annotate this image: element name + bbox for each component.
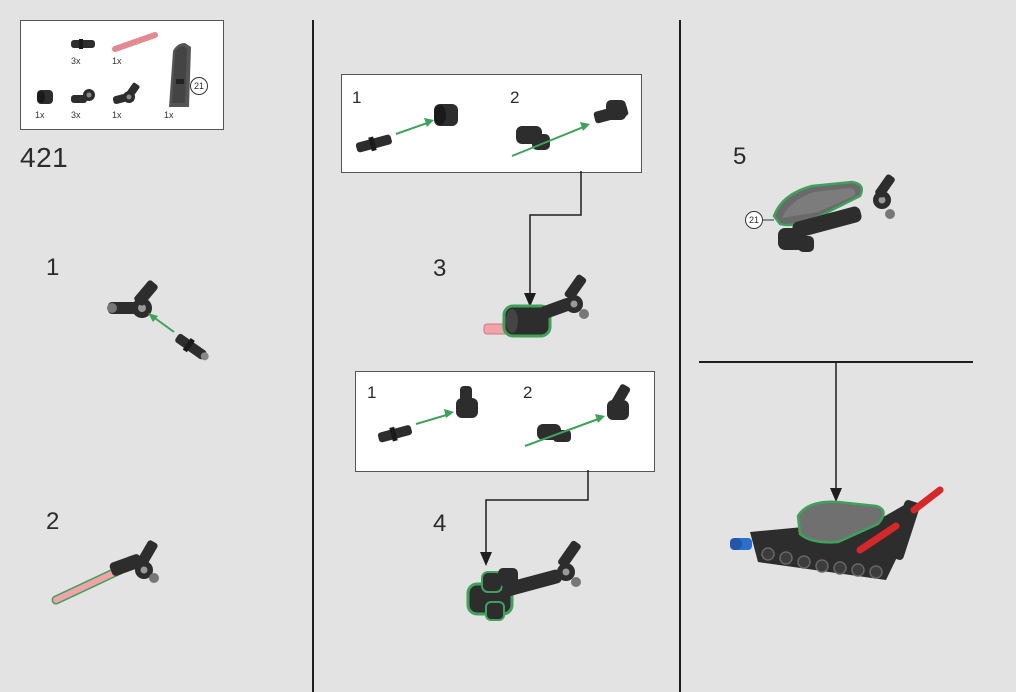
part-qty: 1x — [112, 110, 122, 120]
step-2-illustration — [51, 540, 159, 605]
part-qty: 3x — [71, 56, 81, 66]
step-4-substep-box — [355, 371, 655, 472]
step-3-callout-arrow — [524, 171, 582, 307]
connector-pin-icon — [71, 39, 95, 49]
step-1-illustration — [107, 280, 209, 361]
page-number: 421 — [20, 142, 69, 173]
step-3-substep-1-illustration — [355, 104, 458, 153]
step-4-substep-1-illustration — [377, 386, 478, 443]
step-4-substep-2-number: 2 — [523, 383, 533, 402]
angle-connector-icon — [112, 82, 140, 105]
assembly-down-arrow — [830, 362, 842, 502]
step-4-substep-1-number: 1 — [367, 383, 377, 402]
column-divider-left — [312, 20, 314, 692]
step-5-sticker-badge: 21 — [745, 211, 763, 229]
axle-pin-connector-icon — [71, 89, 95, 103]
part-qty: 1x — [112, 56, 122, 66]
bushing-icon — [37, 90, 53, 104]
part-qty: 1x — [35, 110, 45, 120]
pink-axle-icon — [112, 32, 158, 52]
step-3-substep-2-illustration — [511, 100, 629, 157]
step-5-illustration — [762, 174, 895, 252]
step-3-substep-1-number: 1 — [352, 88, 362, 107]
step-4-substep-2-illustration — [524, 384, 631, 447]
part-qty: 1x — [164, 110, 174, 120]
step-4-number: 4 — [433, 510, 447, 537]
step-3-substep-box — [341, 74, 642, 173]
final-assembly-illustration — [730, 486, 944, 580]
column-divider-right — [679, 20, 681, 692]
step-1-number: 1 — [46, 254, 60, 281]
step-4-callout-arrow — [480, 470, 589, 566]
step-2-number: 2 — [46, 508, 60, 535]
parts-list-box: 3x 1x 1x 3x 1x 21 1x — [20, 20, 224, 130]
step-5-number: 5 — [733, 143, 747, 170]
sticker-ref-badge: 21 — [190, 77, 208, 95]
step-3-number: 3 — [433, 255, 447, 282]
step-4-illustration — [466, 540, 581, 621]
step-3-illustration — [483, 274, 589, 338]
step-3-substep-2-number: 2 — [510, 88, 520, 107]
grey-panel-icon — [169, 43, 191, 107]
part-qty: 3x — [71, 110, 81, 120]
